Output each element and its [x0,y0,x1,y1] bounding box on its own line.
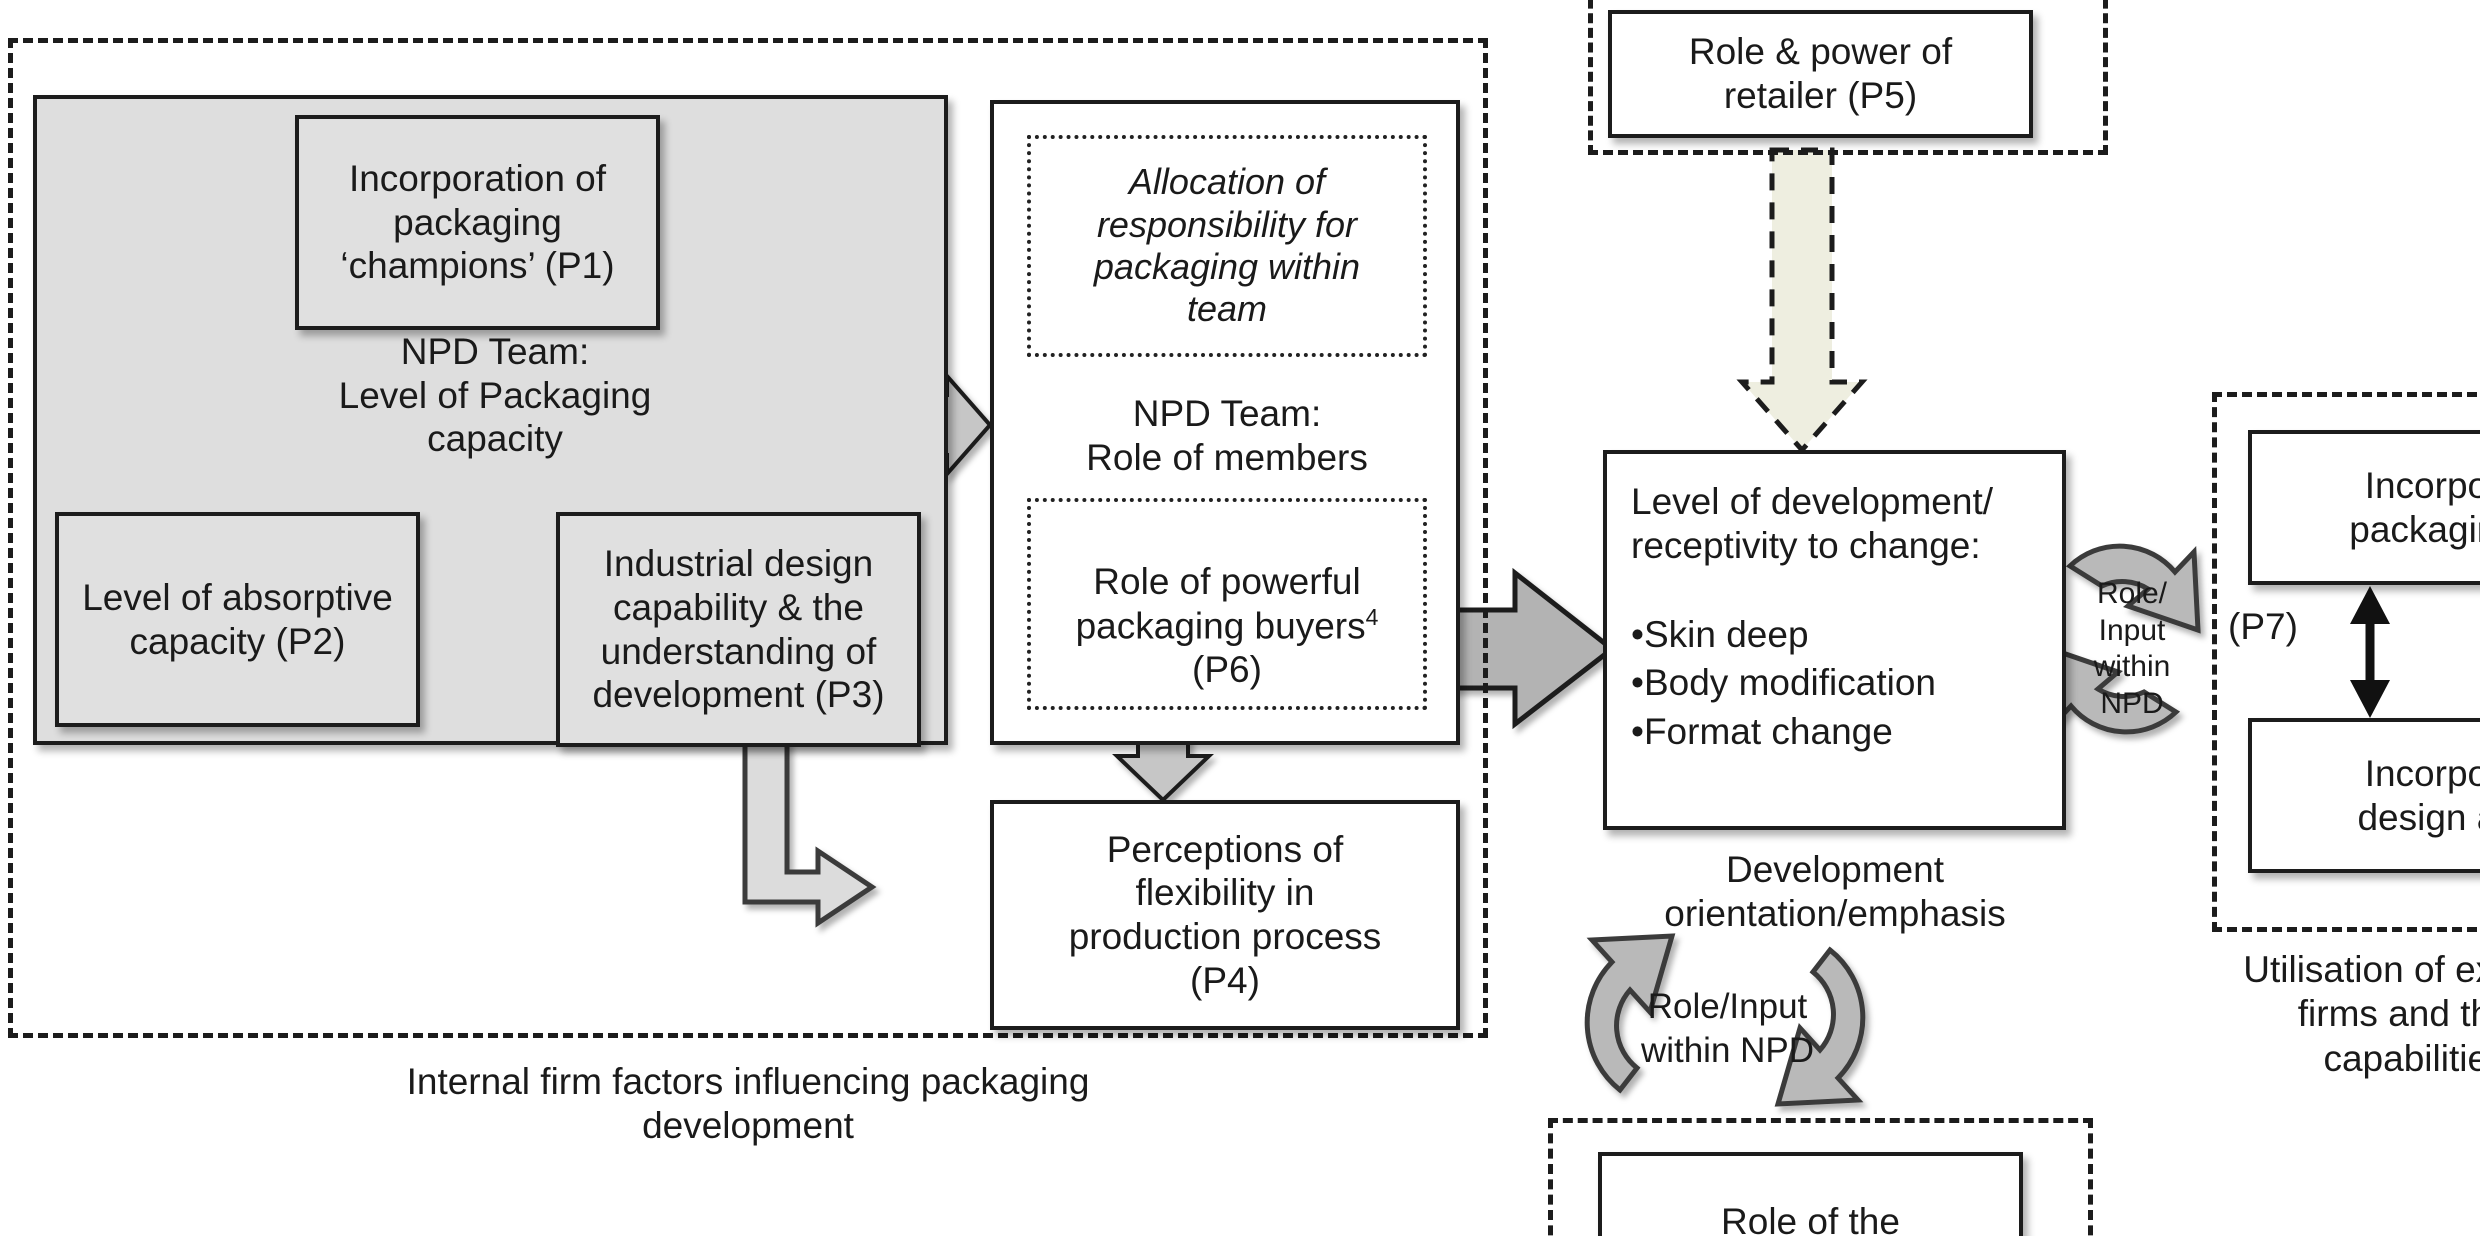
box-design-agency-label: Incorporat design age [2357,752,2480,838]
caption-internal-firm-factors: Internal firm factors influencing packag… [406,1061,1090,1147]
box-industrial-design-label: Industrial design capability & the under… [592,543,885,716]
box-packaging-supplier-label: Incorporat packaging s [2349,464,2480,550]
cycle-arrow-right [2045,543,2201,735]
caption-development-orientation: Development orientation/emphasis [1664,849,2006,935]
box-perceptions-flexibility-label: Perceptions of flexibility in production… [1068,828,1382,1001]
box-powerful-packaging-buyers: Role of powerful packaging buyers4 (P6) [1027,498,1427,710]
arrow-supplier-agency [2350,586,2390,718]
panel-npd-roles [990,100,1460,745]
box-bottom-role-label: Role of the [1721,1201,1900,1236]
label-npd-team-capacity: NPD Team: Level of Packaging capacity [338,331,652,460]
box-allocation-responsibility: Allocation of responsibility for packagi… [1027,135,1427,357]
buyers-label-post: (P6) [1192,648,1262,690]
box-design-agency: Incorporat design age [2248,718,2480,873]
buyers-superscript: 4 [1365,603,1379,630]
dashed-arrow-retailer-to-development [1736,147,1868,454]
box-packaging-supplier: Incorporat packaging s [2248,430,2480,585]
cycle-arrow-bottom [1584,933,1866,1107]
label-npd-team-roles: NPD Team: Role of members [1086,393,1368,478]
region-external-firms [2212,392,2480,932]
box-absorptive-capacity: Level of absorptive capacity (P2) [55,512,420,727]
box-packaging-champions-label: Incorporation of packaging ‘champions’ (… [340,158,615,287]
box-absorptive-capacity-label: Level of absorptive capacity (P2) [82,576,393,662]
box-packaging-champions: Incorporation of packaging ‘champions’ (… [295,115,660,330]
box-allocation-responsibility-label: Allocation of responsibility for packagi… [1093,161,1361,330]
box-retailer-role-power-label: Role & power of retailer (P5) [1688,31,1953,116]
cycle-arrow-bottom-label: Role/Input within NPD [1640,987,1815,1070]
elbow-arrow-to-perceptions [742,739,877,928]
box-powerful-packaging-buyers-label: Role of powerful packaging buyers4 (P6) [1070,517,1385,692]
region-internal-firm-factors [8,38,1488,1038]
box-development-receptivity-title: Level of development/ receptivity to cha… [1631,481,1994,566]
region-retailer [1588,0,2108,155]
label-p7: (P7) [2228,606,2298,647]
buyers-label-pre: Role of powerful packaging buyers [1075,561,1366,647]
box-industrial-design: Industrial design capability & the under… [556,512,921,747]
box-retailer-role-power: Role & power of retailer (P5) [1608,10,2033,138]
box-bottom-role: Role of the [1598,1152,2023,1236]
box-perceptions-flexibility: Perceptions of flexibility in production… [990,800,1460,1030]
caption-external-firms: Utilisation of external firms and their … [2243,949,2480,1079]
box-development-receptivity-bullets: •Skin deep •Body modification •Format ch… [1631,614,1936,752]
cycle-arrow-right-label: Role/ Input within NPD [2093,577,2171,720]
region-bottom-role [1548,1118,2093,1236]
box-development-receptivity: Level of development/ receptivity to cha… [1603,450,2066,830]
